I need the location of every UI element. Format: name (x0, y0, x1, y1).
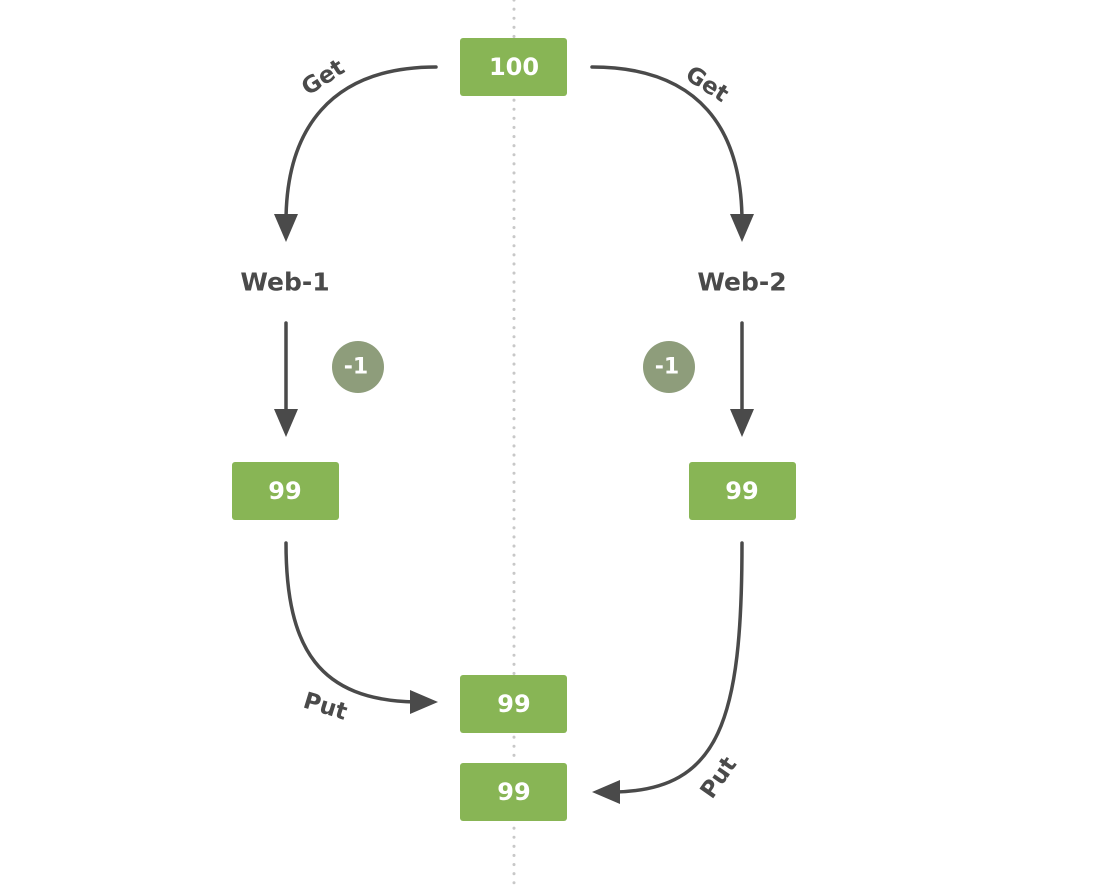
decrement-badge-left: -1 (332, 341, 384, 393)
get-arrow-right (590, 65, 754, 242)
local-result-left-box (232, 462, 339, 520)
put-label-left: Put (300, 688, 350, 726)
store-value-initial: 100 (460, 38, 567, 96)
put-arrow-left (284, 541, 438, 714)
decrement-badge-right: -1 (643, 341, 695, 393)
decrement-badge-right-label: -1 (655, 355, 679, 380)
store-value-after-right-put: 99 (460, 763, 567, 821)
store-value-after-right-put-label: 99 (497, 778, 530, 806)
store-value-after-left-put: 99 (460, 675, 567, 733)
store-value-after-left-put-label: 99 (497, 690, 530, 718)
compute-arrow-right-head (730, 409, 754, 437)
decrement-badge-left-label: -1 (344, 355, 368, 380)
store-value-after-left-put-box (460, 675, 567, 733)
compute-arrow-left (274, 321, 298, 437)
put-arrow-left-head (410, 690, 438, 714)
local-result-right-label: 99 (725, 477, 758, 505)
get-arrow-right-head (730, 214, 754, 242)
get-label-right: Get (681, 61, 733, 108)
compute-arrow-left-head (274, 409, 298, 437)
decrement-badge-right-circle (643, 341, 695, 393)
local-result-left: 99 (232, 462, 339, 520)
local-result-right-box (689, 462, 796, 520)
local-result-left-label: 99 (268, 477, 301, 505)
store-value-after-right-put-box (460, 763, 567, 821)
local-result-right: 99 (689, 462, 796, 520)
client-web-2: Web-2 (697, 268, 786, 297)
decrement-badge-left-circle (332, 341, 384, 393)
put-arrow-right-head (592, 780, 620, 804)
get-arrow-left (274, 65, 438, 242)
compute-arrow-right (730, 321, 754, 437)
store-value-initial-box (460, 38, 567, 96)
get-arrow-left-head (274, 214, 298, 242)
store-value-initial-label: 100 (489, 53, 539, 81)
client-web-1: Web-1 (240, 268, 329, 297)
put-arrow-right (592, 541, 744, 804)
